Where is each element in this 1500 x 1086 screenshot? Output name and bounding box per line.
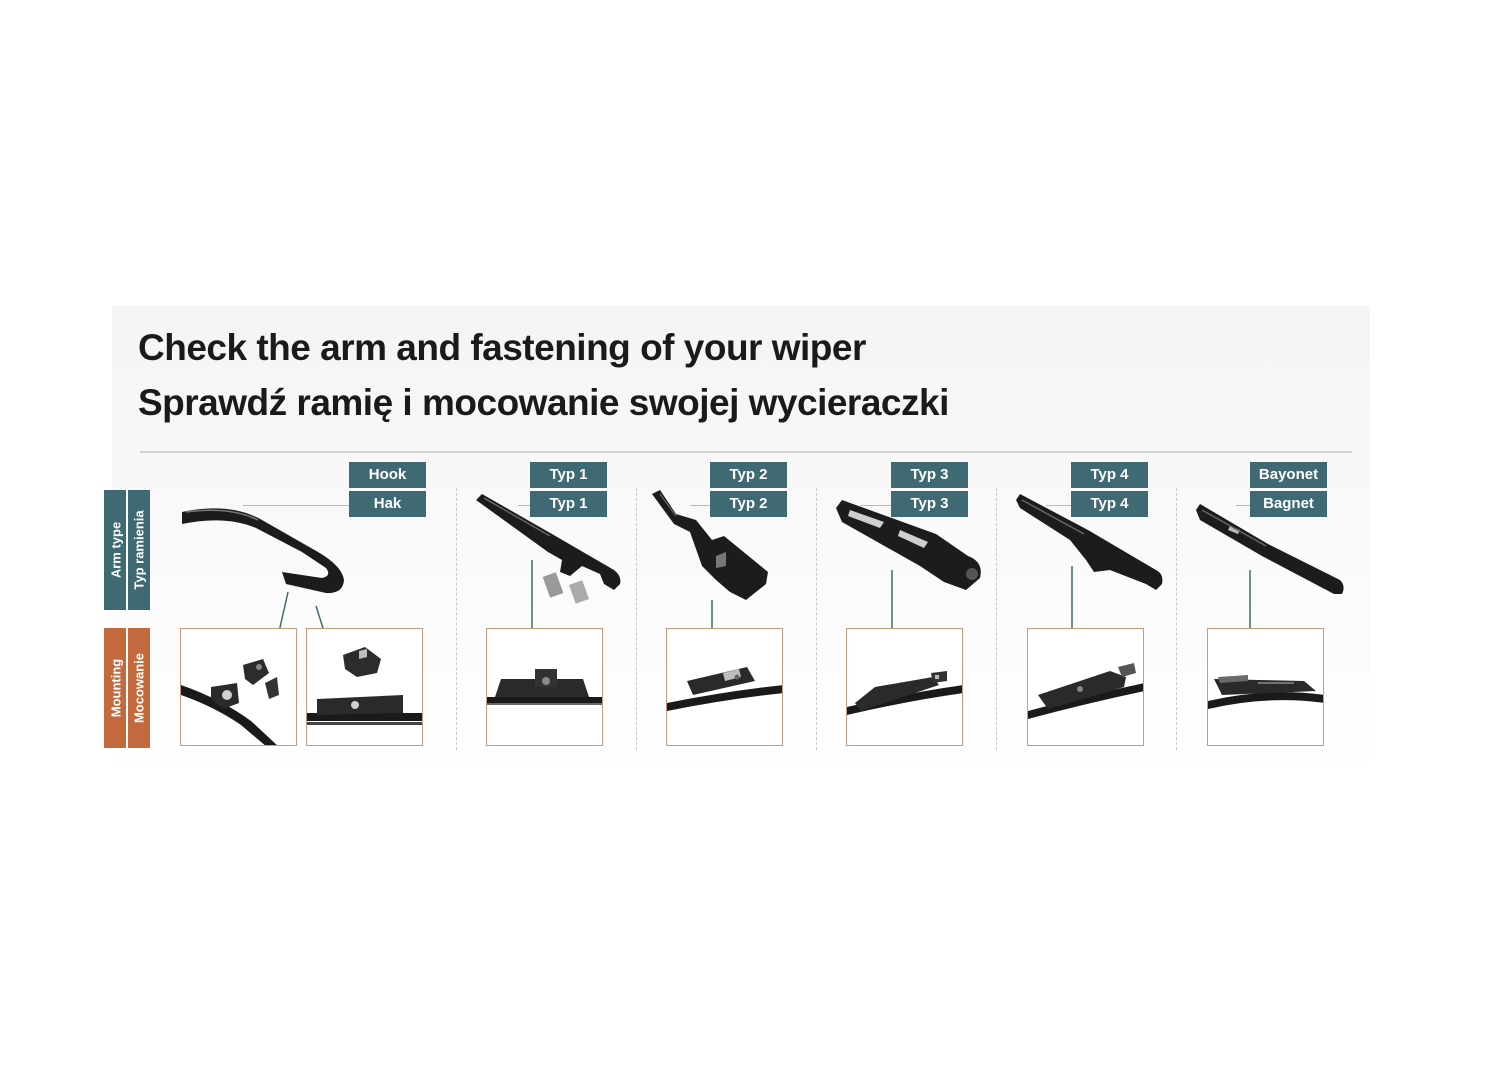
- typ4-arm-icon: [1016, 494, 1163, 590]
- type-tag-typ3-pl: Typ 3: [891, 491, 968, 517]
- arm-type-side-label: Arm type Typ ramienia: [104, 490, 150, 610]
- hook-mount-blade-icon: [307, 647, 422, 725]
- type-tag-typ3-en: Typ 3: [891, 462, 968, 488]
- type-tag-typ2-pl: Typ 2: [710, 491, 787, 517]
- typ4-mount-icon: [1028, 663, 1143, 719]
- mount-typ3-box: [846, 628, 963, 746]
- column-separator: [816, 488, 817, 750]
- hook-mount-adapter-icon: [181, 659, 279, 745]
- type-tag-typ2-en: Typ 2: [710, 462, 787, 488]
- mount-hook-box-2: [306, 628, 423, 746]
- typ3-arm-icon: [836, 500, 981, 590]
- typ2-mount-icon: [667, 667, 782, 711]
- column-separator: [1176, 488, 1177, 750]
- bayonet-arm-icon: [1196, 504, 1344, 594]
- mount-bayonet-box: [1207, 628, 1324, 746]
- mounting-side-label: Mounting Mocowanie: [104, 628, 150, 748]
- type-tag-typ1-en: Typ 1: [530, 462, 607, 488]
- mount-typ1-box: [486, 628, 603, 746]
- column-separator: [996, 488, 997, 750]
- mount-typ4-box: [1027, 628, 1144, 746]
- column-separator: [456, 488, 457, 750]
- type-tag-typ4-pl: Typ 4: [1071, 491, 1148, 517]
- typ3-mount-icon: [847, 671, 962, 715]
- typ1-arm-icon: [476, 494, 621, 604]
- type-tag-hook-en: Hook: [349, 462, 426, 488]
- title-english: Check the arm and fastening of your wipe…: [138, 327, 866, 368]
- typ1-mount-icon: [487, 669, 602, 705]
- mount-typ2-box: [666, 628, 783, 746]
- type-tag-bayonet-pl: Bagnet: [1250, 491, 1327, 517]
- title-polish: Sprawdź ramię i mocowanie swojej wyciera…: [138, 382, 949, 423]
- type-tag-bayonet-en: Bayonet: [1250, 462, 1327, 488]
- mount-hook-box-1: [180, 628, 297, 746]
- column-separator: [636, 488, 637, 750]
- type-tag-typ1-pl: Typ 1: [530, 491, 607, 517]
- typ2-arm-icon: [652, 490, 768, 600]
- title-divider: [140, 451, 1352, 453]
- bayonet-mount-icon: [1208, 675, 1323, 709]
- type-tag-typ4-en: Typ 4: [1071, 462, 1148, 488]
- hook-arm-icon: [182, 508, 344, 594]
- type-tag-hook-pl: Hak: [349, 491, 426, 517]
